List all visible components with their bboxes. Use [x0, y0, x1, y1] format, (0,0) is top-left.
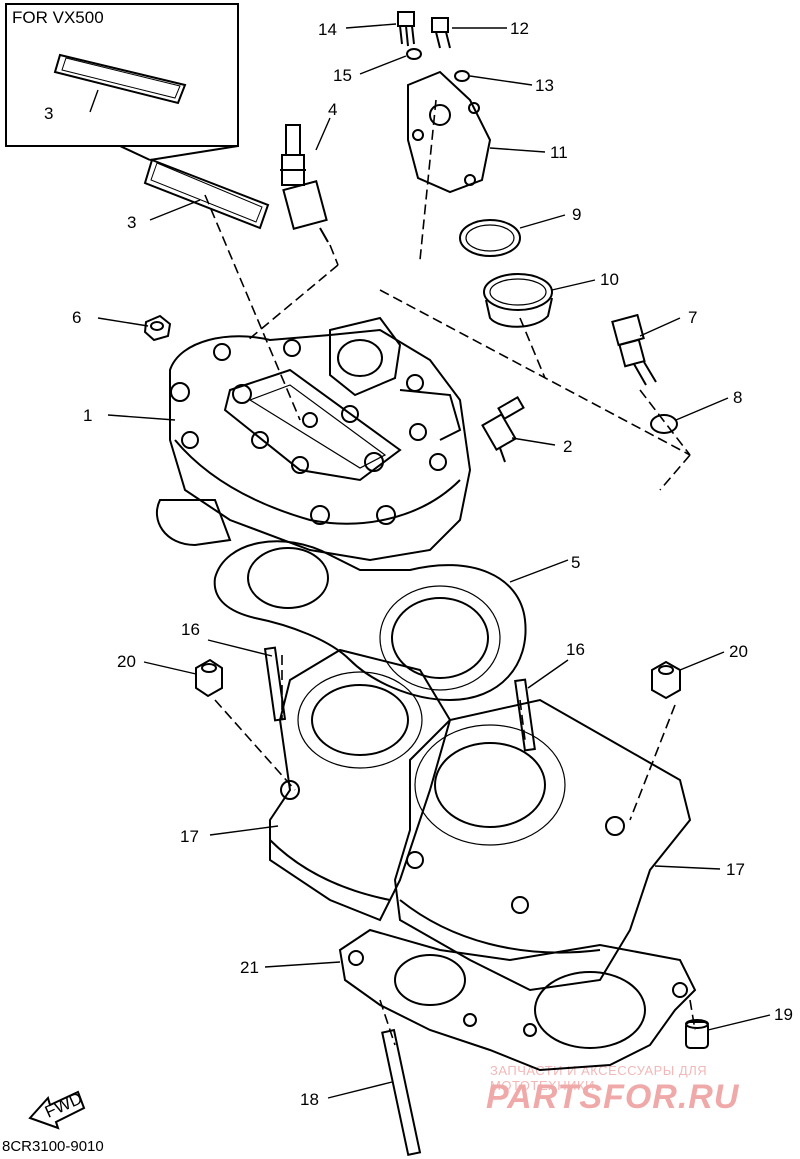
nut-20-left — [195, 658, 223, 698]
callout-16-right: 16 — [566, 640, 585, 659]
callout-15: 15 — [333, 66, 352, 85]
inset-box — [5, 3, 239, 147]
bolt-14 — [397, 11, 415, 47]
nut-20-right — [651, 660, 681, 700]
stud-16-left — [263, 646, 287, 722]
cylinder-left — [269, 648, 452, 922]
bolt-12 — [431, 17, 451, 49]
decal-main — [143, 158, 270, 230]
callout-4: 4 — [328, 100, 337, 119]
callout-11: 11 — [550, 143, 568, 162]
washer-8 — [650, 414, 678, 434]
callout-12: 12 — [510, 19, 529, 38]
stud-16-right — [514, 678, 536, 752]
o-ring-9 — [459, 219, 521, 257]
watermark-line: ЗАПЧАСТИ И АКСЕССУАРЫ ДЛЯ МОТОТЕХНИКИ — [490, 1063, 708, 1093]
spark-plug — [280, 124, 329, 243]
callout-3: 3 — [127, 213, 136, 232]
drawing-code: 8CR3100-9010 — [2, 1138, 104, 1155]
callout-1: 1 — [83, 406, 92, 425]
callout-19: 19 — [774, 1005, 793, 1024]
callout-10: 10 — [600, 270, 619, 289]
decal-inset — [53, 53, 187, 105]
callout-7: 7 — [688, 308, 697, 327]
callout-17-right: 17 — [726, 860, 745, 879]
callout-18: 18 — [300, 1090, 319, 1109]
fwd-label: FWD — [42, 1089, 85, 1122]
callout-20-left: 20 — [117, 652, 136, 671]
thermostat-10 — [483, 273, 553, 328]
callout-9: 9 — [572, 205, 581, 224]
callout-21: 21 — [240, 958, 259, 977]
temp-sensor — [611, 313, 657, 386]
callout-2: 2 — [563, 437, 572, 456]
callout-3-inset: 3 — [44, 104, 53, 123]
callout-6: 6 — [72, 308, 81, 327]
thermostat-cover — [407, 70, 492, 194]
cylinder-head — [155, 316, 472, 562]
watermark-brand: PARTSFOR.RU — [486, 1078, 740, 1116]
nut-6 — [143, 314, 172, 342]
dowel-19 — [685, 1019, 709, 1049]
callout-20-right: 20 — [729, 642, 748, 661]
inset-title: FOR VX500 — [12, 8, 104, 27]
callout-17-left: 17 — [180, 827, 199, 846]
callout-labels: 3 3 4 1 2 6 7 8 9 10 11 12 13 14 15 16 1… — [44, 19, 793, 1109]
cylinder-right — [393, 698, 692, 992]
callout-8: 8 — [733, 388, 742, 407]
head-gasket — [213, 540, 527, 702]
callout-13: 13 — [535, 76, 554, 95]
callout-5: 5 — [571, 553, 580, 572]
water-fitting — [481, 395, 525, 463]
stud-18 — [381, 1028, 422, 1157]
callout-14: 14 — [318, 20, 337, 39]
base-gasket — [338, 928, 697, 1072]
fwd-arrow-icon — [28, 1090, 86, 1130]
washer-15 — [406, 48, 422, 60]
washer-13 — [454, 70, 470, 82]
callout-16-left: 16 — [181, 620, 200, 639]
